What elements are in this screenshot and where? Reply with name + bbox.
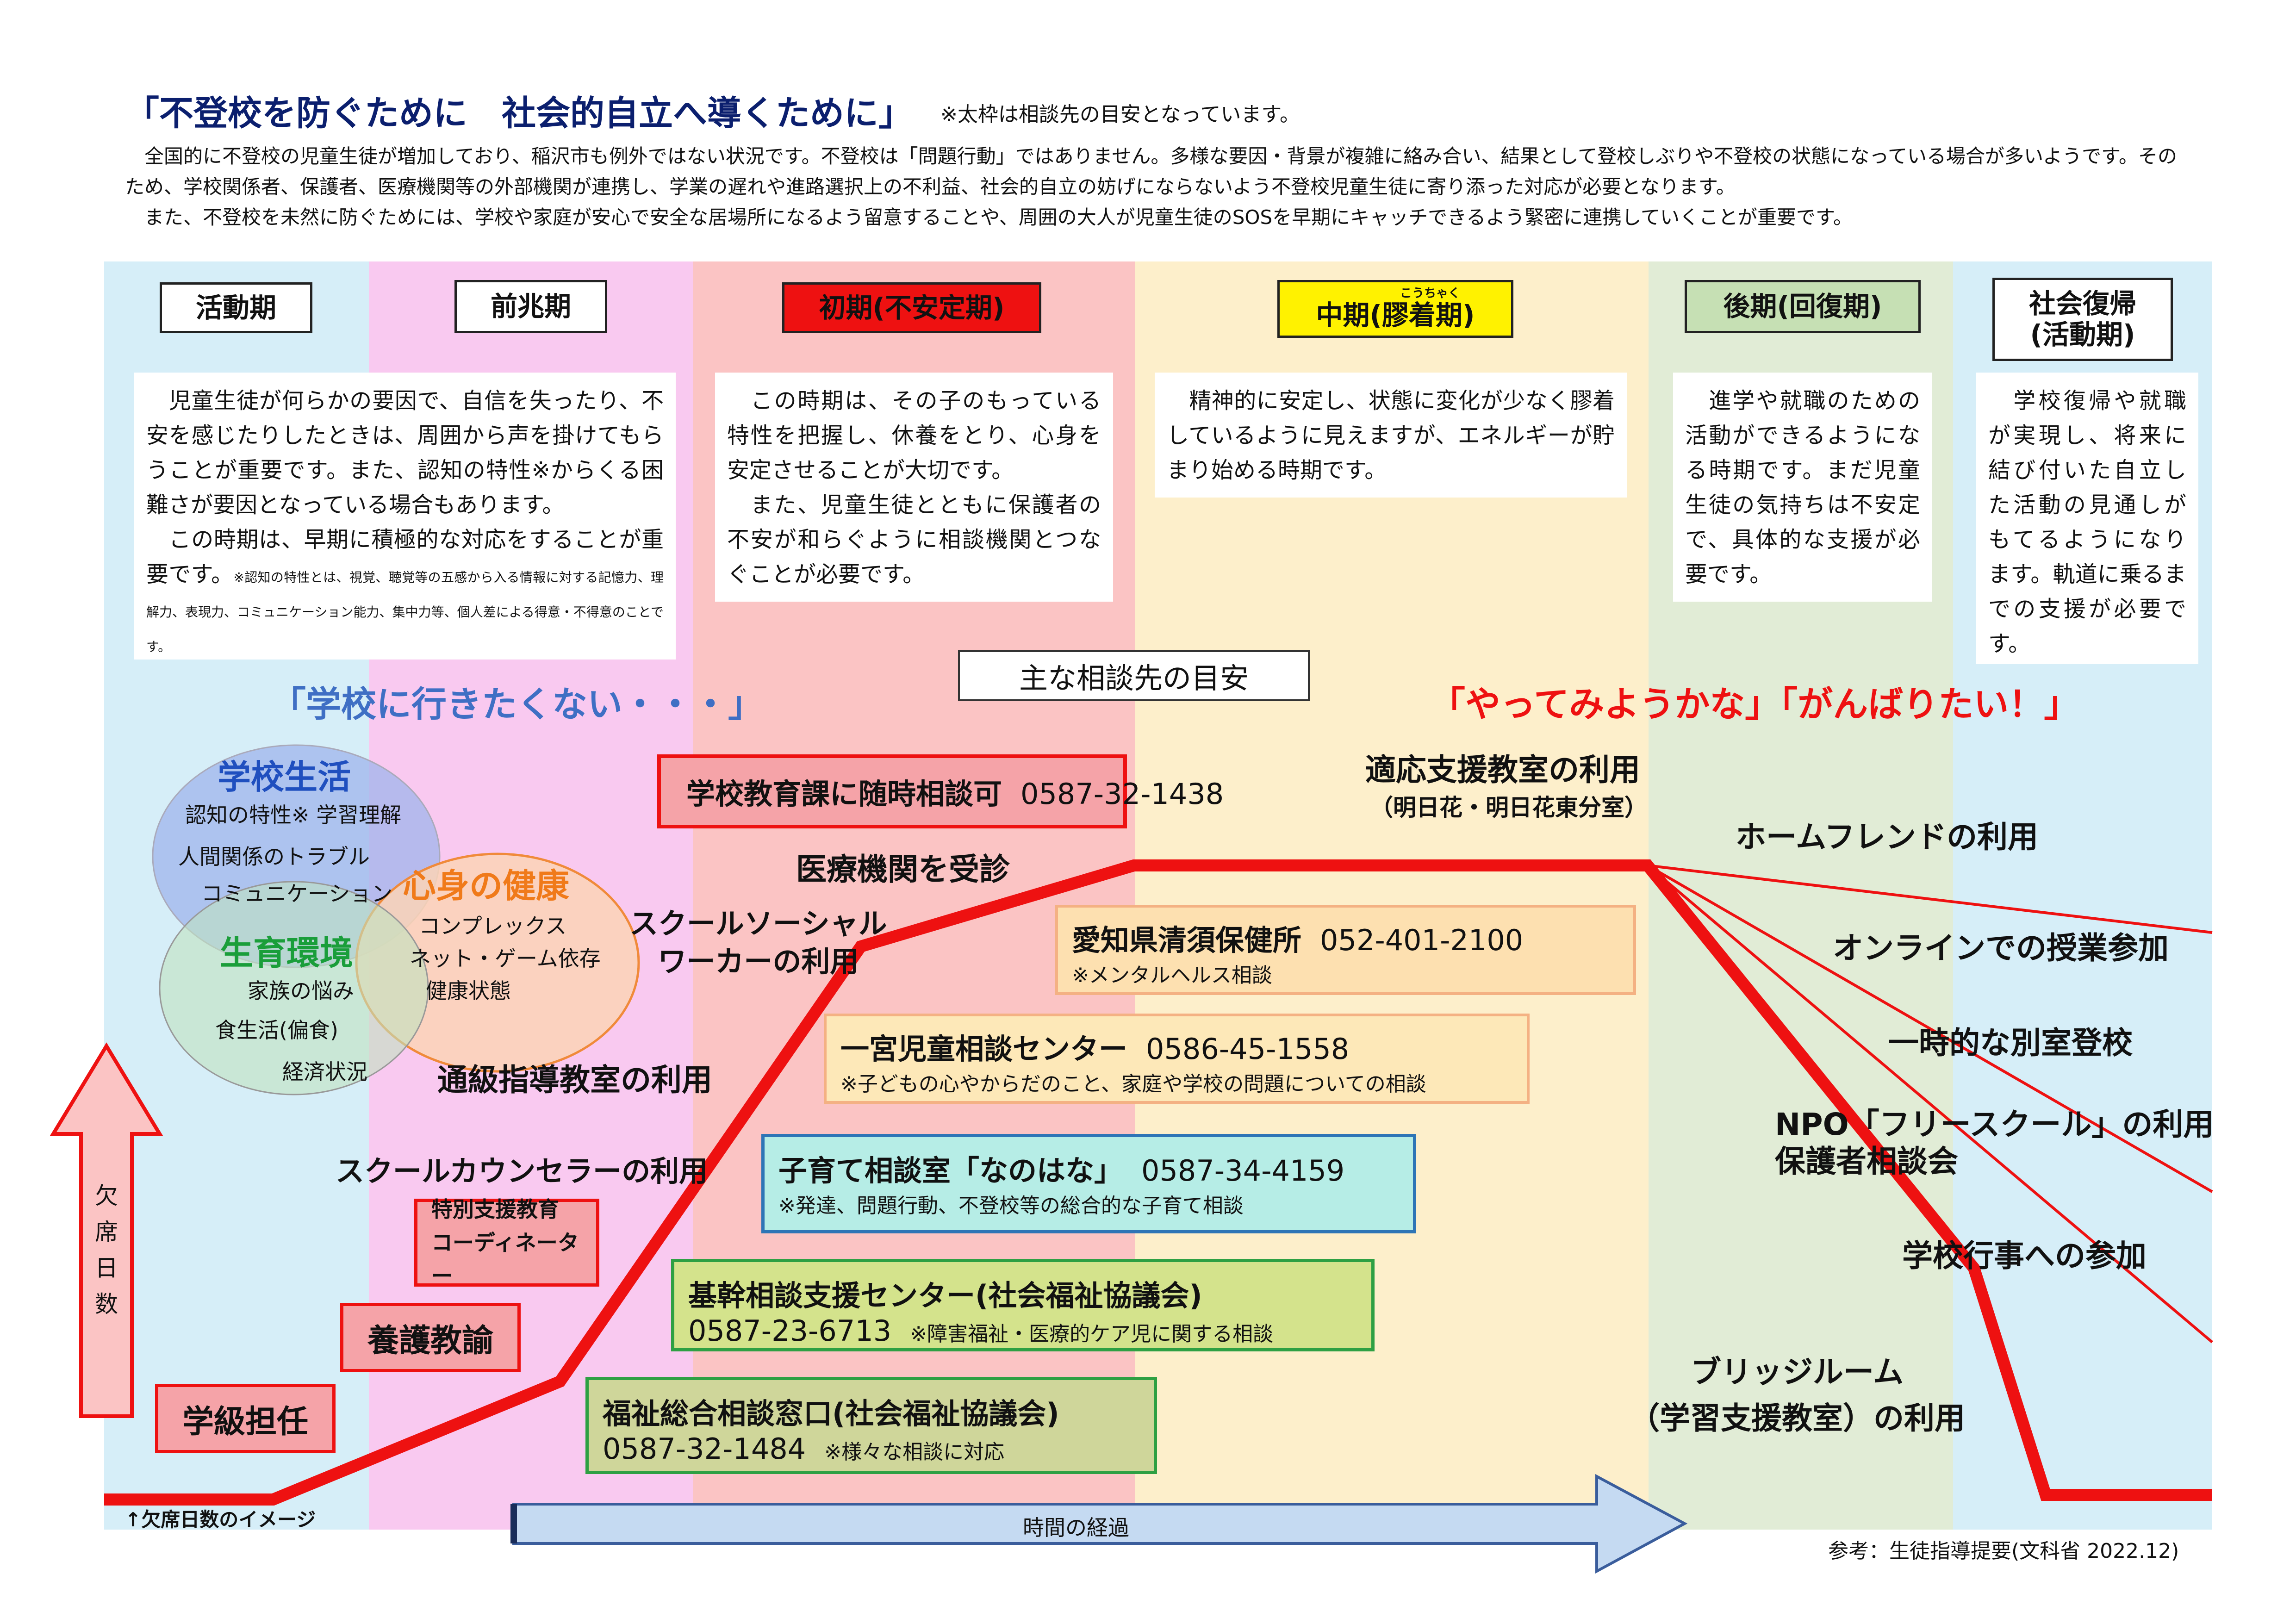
- source-note: 参考：生徒指導提要(文科省 2022.12): [1828, 1539, 2179, 1563]
- contact-box-kikan-soudan: 基幹相談支援センター(社会福祉協議会) 0587-23-6713 ※障害福祉・医療…: [671, 1259, 1375, 1351]
- phase-header-3: 初期(不安定期): [782, 282, 1041, 333]
- phase-desc-5: 進学や就職のための活動ができるようになる時期です。まだ児童生徒の気持ちは不安定で…: [1673, 373, 1932, 602]
- title-note: ※太枠は相談先の目安となっています。: [940, 103, 1300, 126]
- circle-school-item-3: コミュニケーション: [201, 881, 393, 906]
- contact-note-6: ※様々な相談に対応: [824, 1440, 1005, 1464]
- contact-box-fukushi-sogo: 福祉総合相談窓口(社会福祉協議会) 0587-32-1484 ※様々な相談に対応: [585, 1377, 1157, 1474]
- tekiou-label: 適応支援教室の利用: [1365, 752, 1640, 788]
- contact-tel-3: 0586-45-1558: [1146, 1032, 1350, 1066]
- contact-name-2: 愛知県清須保健所: [1072, 923, 1302, 957]
- phase-desc-6: 学校復帰や就職が実現し、将来に結び付いた自立した活動の見通しがもてるようになりま…: [1976, 373, 2198, 664]
- tekiou-sub-label: （明日花・明日花東分室）: [1370, 794, 1648, 821]
- absence-note: ↑欠席日数のイメージ: [125, 1508, 316, 1531]
- phase-header-2: 前兆期: [454, 280, 607, 333]
- phase-header-1: 活動期: [160, 282, 312, 333]
- contact-name-5: 基幹相談支援センター(社会福祉協議会): [688, 1279, 1202, 1313]
- circle-school-item-2: 人間関係のトラブル: [178, 844, 370, 869]
- time-arrow: [512, 1474, 1688, 1574]
- contact-box-ichinomiya-jido: 一宮児童相談センター 0586-45-1558 ※子どもの心やからだのこと、家庭や…: [824, 1014, 1530, 1104]
- phase-header-5: 後期(回復期): [1685, 280, 1921, 333]
- contact-tel-5: 0587-23-6713: [688, 1314, 892, 1348]
- contact-tel-2: 052-401-2100: [1320, 923, 1524, 957]
- branch-line-2: [1647, 864, 2213, 1193]
- homefriend-label: ホームフレンドの利用: [1736, 819, 2039, 855]
- circle-health-item-3: 健康状態: [426, 978, 511, 1003]
- intro-paragraph-1: 全国的に不登校の児童生徒が増加しており、稲沢市も例外ではない状況です。不登校は「…: [125, 145, 2177, 198]
- school-event-label: 学校行事への参加: [1902, 1238, 2147, 1274]
- absence-trend-line: [104, 859, 2212, 1506]
- branch-line-3: [1647, 864, 2213, 1344]
- tsukyu-classroom-label: 通級指導教室の利用: [437, 1062, 712, 1098]
- main-consult-label: 主な相談先の目安: [958, 650, 1310, 701]
- absence-label: 欠席日数: [95, 1182, 118, 1318]
- contact-tel-4: 0587-34-4159: [1141, 1154, 1345, 1188]
- contact-box-nanohana: 子育て相談室「なのはな」 0587-34-4159 ※発達、問題行動、不登校等の総…: [761, 1134, 1416, 1233]
- contact-tel-1: 0587-32-1438: [1020, 777, 1224, 811]
- voice-right: 「やってみようかな」「がんばりたい！」: [1430, 684, 2079, 725]
- online-label: オンラインでの授業参加: [1833, 930, 2169, 966]
- contact-name-4: 子育て相談室「なのはな」: [778, 1154, 1123, 1188]
- circle-health-item-1: コンプレックス: [419, 914, 567, 939]
- contact-name-1: 学校教育課に随時相談可: [686, 777, 1002, 811]
- contact-note-4: ※発達、問題行動、不登校等の総合的な子育て相談: [778, 1194, 1244, 1218]
- intro-paragraph-2: また、不登校を未然に防ぐためには、学校や家庭が安心で安全な居場所になるよう留意す…: [144, 206, 1853, 229]
- phase-desc-4: 精神的に安定し、状態に変化が少なく膠着しているように見えますが、エネルギーが貯ま…: [1155, 373, 1627, 498]
- contact-note-3: ※子どもの心やからだのこと、家庭や学校の問題についての相談: [840, 1072, 1426, 1096]
- npo-label: NPO「フリースクール」の利用 保護者相談会: [1775, 1107, 2214, 1179]
- circle-environment-item-1: 家族の悩み: [248, 978, 354, 1003]
- phase-desc-1-note: ※認知の特性とは、視覚、聴覚等の五感から入る情報に対する記憶力、理解力、表現力、…: [146, 570, 664, 654]
- phase-desc-1: 児童生徒が何らかの要因で、自信を失ったり、不安を感じたりしたときは、周囲から声を…: [134, 373, 676, 660]
- circle-school-title: 学校生活: [218, 758, 351, 796]
- phase-header-4-label: 中期(膠着期): [1316, 299, 1475, 331]
- circle-environment-item-2: 食生活(偏食): [215, 1018, 338, 1043]
- contact-tel-6: 0587-32-1484: [603, 1432, 806, 1466]
- circle-environment-item-3: 経済状況: [282, 1059, 367, 1084]
- circle-health-item-2: ネット・ゲーム依存: [410, 946, 601, 971]
- circle-environment: [159, 881, 429, 1095]
- voice-left: 「学校に行きたくない・・・」: [271, 684, 763, 725]
- contact-box-kiyosu-hokenjo: 愛知県清須保健所 052-401-2100 ※メンタルヘルス相談: [1055, 905, 1636, 995]
- intro-text: 全国的に不登校の児童生徒が増加しており、稲沢市も例外ではない状況です。不登校は「…: [125, 141, 2189, 233]
- contact-box-gakko-kyoiku: 学校教育課に随時相談可 0587-32-1438: [657, 754, 1224, 828]
- absence-arrow: [50, 1042, 163, 1418]
- special-coordinator-box: 特別支援教育 コーディネーター: [414, 1197, 599, 1288]
- contact-note-5: ※障害福祉・医療的ケア児に関する相談: [910, 1322, 1274, 1346]
- school-nurse-box: 養護教諭: [340, 1303, 521, 1372]
- page-title: 「不登校を防ぐために 社会的自立へ導くために」※太枠は相談先の目安となっています…: [125, 93, 1300, 133]
- ssw-label: スクールソーシャル ワーカーの利用: [629, 907, 887, 978]
- contact-note-2: ※メンタルヘルス相談: [1072, 964, 1272, 987]
- phase-desc-3: この時期は、その子のもっている特性を把握し、休養をとり、心身を安定させることが大…: [715, 373, 1113, 602]
- bessitsu-label: 一時的な別室登校: [1888, 1025, 2133, 1061]
- time-label: 時間の経過: [1023, 1515, 1129, 1540]
- medical-label: 医療機関を受診: [796, 852, 1010, 887]
- circle-health-title: 心身の健康: [403, 866, 570, 905]
- circle-environment-title: 生育環境: [220, 933, 354, 972]
- school-counselor-label: スクールカウンセラーの利用: [336, 1154, 708, 1188]
- phase-header-6: 社会復帰 (活動期): [1992, 278, 2173, 361]
- contact-name-6: 福祉総合相談窓口(社会福祉協議会): [603, 1397, 1059, 1431]
- phase-ruby: こうちゃく: [1400, 286, 1460, 301]
- circle-school-item-1: 認知の特性※ 学習理解: [185, 803, 402, 828]
- bridge-room-label: ブリッジルーム （学習支援教室）の利用: [1629, 1354, 1965, 1436]
- branch-line-1: [1647, 864, 2213, 934]
- homeroom-teacher-box: 学級担任: [155, 1384, 336, 1453]
- phase-header-4: こうちゃく 中期(膠着期): [1277, 280, 1513, 338]
- contact-name-3: 一宮児童相談センター: [840, 1032, 1128, 1066]
